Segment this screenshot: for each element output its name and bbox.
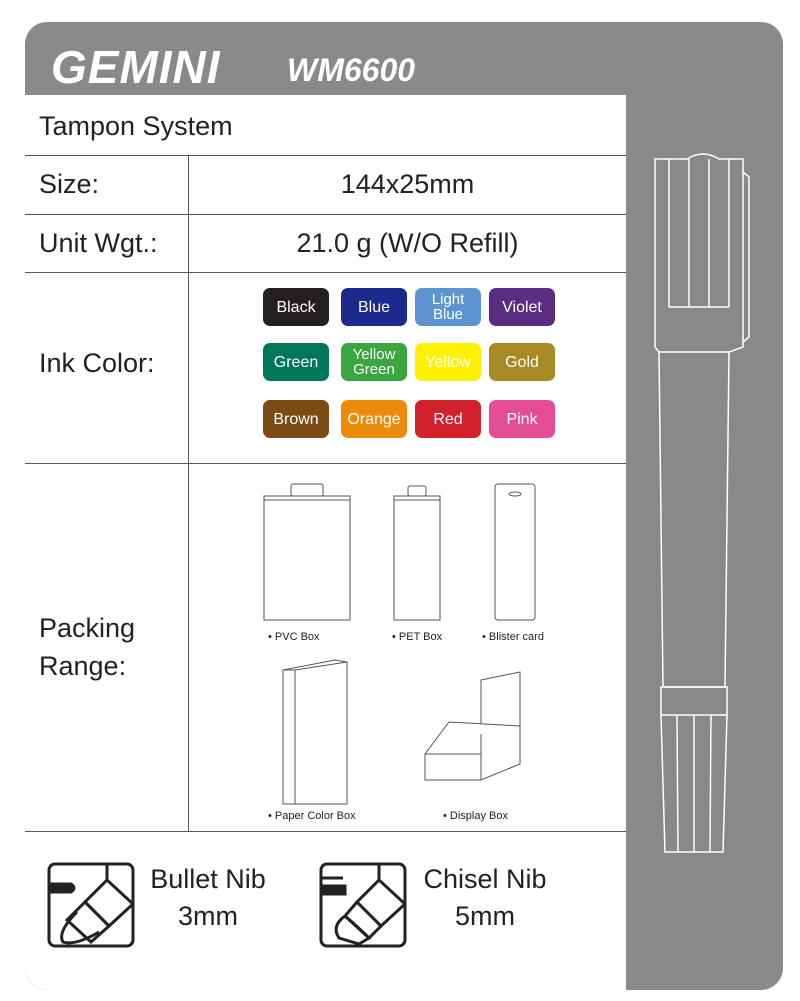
packing-pvc-box: • PVC Box — [268, 631, 320, 643]
packing-display-box-label: Display Box — [449, 810, 508, 822]
packing-paper-color-box-label: Paper Color Box — [274, 810, 356, 822]
ink-swatch-green: Green — [263, 343, 329, 381]
brand-name: GEMINI — [51, 41, 221, 93]
chisel-nib-text: Chisel Nib 5mm — [415, 861, 555, 935]
chisel-nib-type: Chisel Nib — [423, 864, 547, 894]
chisel-nib-icon — [319, 862, 407, 948]
row-system: Tampon System — [25, 95, 626, 156]
size-value: 144x25mm — [340, 169, 475, 199]
model-number: WM6600 — [287, 52, 416, 88]
size-label: Size: — [39, 169, 100, 199]
ink-swatch-orange: Orange — [341, 400, 407, 438]
packing-label-line1: Packing — [39, 613, 136, 643]
ink-swatch-pink: Pink — [489, 400, 555, 438]
packing-label-line2: Range: — [39, 651, 127, 681]
bullet-nib-type: Bullet Nib — [150, 864, 266, 894]
bullet-nib-size: 3mm — [178, 901, 238, 931]
packing-display-box: • Display Box — [443, 810, 508, 822]
ink-swatch-yellow: Yellow — [415, 343, 481, 381]
bullet-nib-text: Bullet Nib 3mm — [143, 861, 273, 935]
row-weight: Unit Wgt.: 21.0 g (W/O Refill) — [25, 215, 626, 273]
spec-card: GEMINI WM6600 Tampon System Size: 144x25… — [25, 22, 783, 990]
ink-swatch-red: Red — [415, 400, 481, 438]
packing-paper-color-box: • Paper Color Box — [268, 810, 356, 822]
system-label: Tampon System — [39, 111, 233, 141]
weight-value: 21.0 g (W/O Refill) — [296, 228, 519, 258]
packing-pet-box: • PET Box — [392, 631, 443, 643]
packing-pvc-box-label: PVC Box — [274, 631, 320, 643]
ink-swatch-black: Black — [263, 288, 329, 326]
ink-swatch-gold: Gold — [489, 343, 555, 381]
packing-blister-card: • Blister card — [482, 631, 544, 643]
chisel-nib-size: 5mm — [455, 901, 515, 931]
row-size: Size: 144x25mm — [25, 155, 626, 215]
packing-pet-box-label: PET Box — [398, 631, 443, 643]
weight-label: Unit Wgt.: — [39, 228, 158, 258]
ink-swatch-violet: Violet — [489, 288, 555, 326]
ink-swatch-brown: Brown — [263, 400, 329, 438]
packing-illustrations — [263, 483, 536, 805]
spec-table: Tampon System Size: 144x25mm Unit Wgt.: … — [25, 95, 626, 990]
bullet-nib-icon — [47, 862, 135, 948]
packing-blister-card-label: Blister card — [488, 631, 544, 643]
ink-label: Ink Color: — [39, 348, 155, 378]
ink-swatch-blue: Blue — [341, 288, 407, 326]
pen-illustration — [654, 153, 750, 853]
